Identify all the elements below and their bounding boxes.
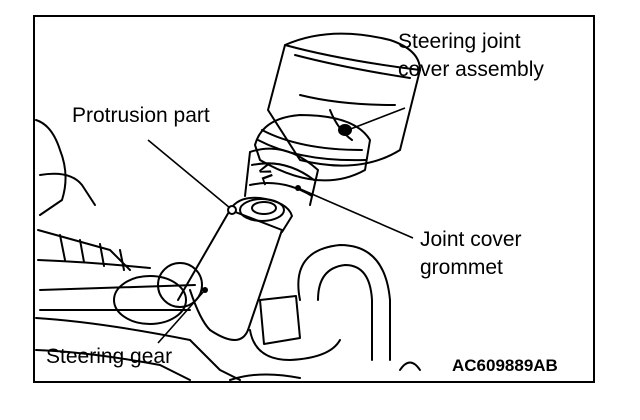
leader-dots xyxy=(202,127,351,293)
label-cover-assembly-line2: cover assembly xyxy=(398,58,544,81)
figure-frame xyxy=(33,15,595,383)
label-grommet-line2: grommet xyxy=(420,256,503,279)
joint-flange xyxy=(229,196,293,233)
body-panel-outline xyxy=(35,119,67,216)
label-protrusion-part: Protrusion part xyxy=(72,104,210,127)
leader-protrusion xyxy=(147,139,231,209)
part-marking: VL xyxy=(254,162,277,187)
leader-grommet xyxy=(297,187,414,239)
label-cover-assembly-line1: Steering joint xyxy=(398,30,521,53)
steering-gear-drawing: VL xyxy=(35,32,421,381)
rack-housing xyxy=(35,317,241,381)
leader-cover-assembly xyxy=(347,107,406,131)
label-steering-gear: Steering gear xyxy=(46,345,173,368)
label-grommet-line1: Joint cover xyxy=(420,228,522,251)
cover-cup xyxy=(267,32,421,167)
reference-code: AC609889AB xyxy=(452,356,558,375)
yoke-outline xyxy=(297,244,391,361)
leader-steering-gear xyxy=(157,289,206,344)
leader-lines xyxy=(147,107,414,344)
pinion-shaft xyxy=(177,209,283,331)
